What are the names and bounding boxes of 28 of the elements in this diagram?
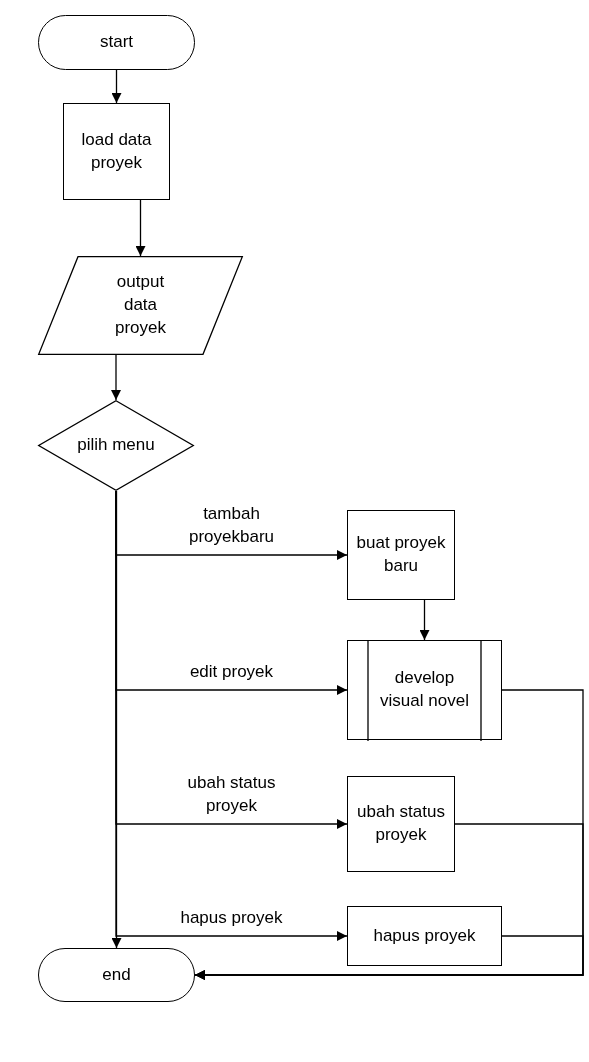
arrow	[111, 354, 121, 401]
terminal-shape	[38, 948, 195, 1002]
subprocess-box	[347, 640, 502, 740]
arrow	[419, 599, 430, 641]
arrow	[111, 490, 122, 949]
node-text: start	[99, 31, 134, 54]
node-text: develop visual novel	[379, 667, 470, 712]
arrow	[194, 935, 584, 980]
node-text: buat proyek baru	[355, 532, 447, 577]
data-parallelogram	[38, 256, 243, 355]
arrow	[111, 69, 122, 104]
process-box	[347, 510, 455, 600]
edge-label: tambah proyekbaru	[187, 503, 276, 549]
arrow	[115, 490, 348, 941]
process-box	[347, 906, 502, 966]
node-text: hapus proyek	[373, 924, 476, 947]
decision-diamond	[38, 400, 194, 491]
node-text: ubah status proyek	[356, 801, 446, 846]
arrow	[135, 199, 146, 257]
node-text: output data proyek	[114, 271, 167, 339]
edge-label: ubah status proyek	[186, 772, 277, 818]
edge-label: edit proyek	[188, 661, 275, 684]
process-box	[347, 776, 455, 872]
process-box	[63, 103, 170, 200]
node-text: pilih menu	[77, 434, 155, 457]
edge-label: hapus proyek	[179, 907, 284, 930]
node-text: end	[102, 963, 131, 986]
node-text: load data proyek	[80, 128, 153, 174]
